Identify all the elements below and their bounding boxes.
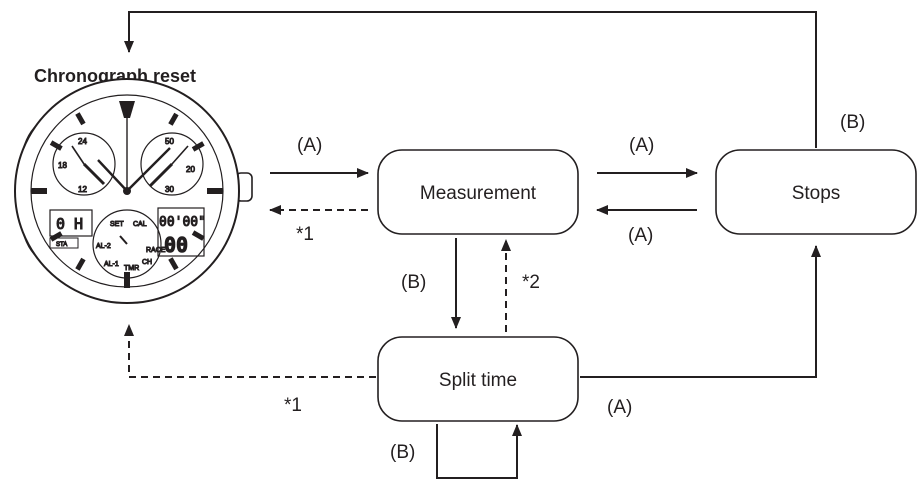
label-a-split-stop: (A) [607,397,632,418]
state-stops-box [715,149,917,235]
label-note2: *2 [522,272,540,293]
subdial-right-50: 50 [165,137,174,146]
label-a-stop: (A) [629,135,654,156]
arrow-split-to-reset-dashed [124,324,376,378]
state-stops-label: Stops [792,183,841,204]
state-measurement-box [377,149,579,235]
subdial-left-24: 24 [78,137,87,146]
watch-illustration: 24 18 12 50 20 30 0 H 00'00" 00 STA [14,78,253,304]
arrow-stops-to-reset [124,11,817,148]
subdial-right-30: 30 [165,185,174,194]
subdial-left-18: 18 [58,161,67,170]
mode-tmr: TMR [124,265,139,272]
mode-al2: AL-2 [96,243,111,250]
mode-ch: CH [142,259,152,266]
label-note1-top: *1 [296,224,314,245]
right-lcd-top-value: 00'00" [159,215,206,230]
left-lcd-value: 0 H [56,215,83,233]
mode-cal: CAL [133,221,147,228]
right-lcd-display [157,207,205,257]
sta-label: STA [56,242,67,248]
label-a-resume: (A) [628,225,653,246]
mode-subdial [92,209,162,279]
state-split-time-box [377,336,579,422]
left-lcd-display [49,209,93,237]
mode-al1: AL-1 [104,261,119,268]
label-b-split: (B) [401,272,426,293]
right-subdial [140,132,204,196]
arrow-split-to-stops [580,245,821,378]
chronograph-reset-title: Chronograph reset [34,66,196,86]
left-subdial [52,132,116,196]
right-lcd-bottom-value: 00 [164,233,188,257]
label-b-split-loop: (B) [390,442,415,463]
main-hands [97,108,171,195]
label-note1-bottom: *1 [284,395,302,416]
mode-race: RACE [146,247,166,254]
label-a-start: (A) [297,135,322,156]
subdial-left-12: 12 [78,185,87,194]
sta-label-box [49,237,79,249]
mode-set: SET [110,221,124,228]
state-split-time-label: Split time [439,370,517,391]
state-measurement-label: Measurement [420,183,537,204]
arrow-split-loop [436,424,522,479]
label-b-reset: (B) [840,112,865,133]
subdial-right-20: 20 [186,165,195,174]
